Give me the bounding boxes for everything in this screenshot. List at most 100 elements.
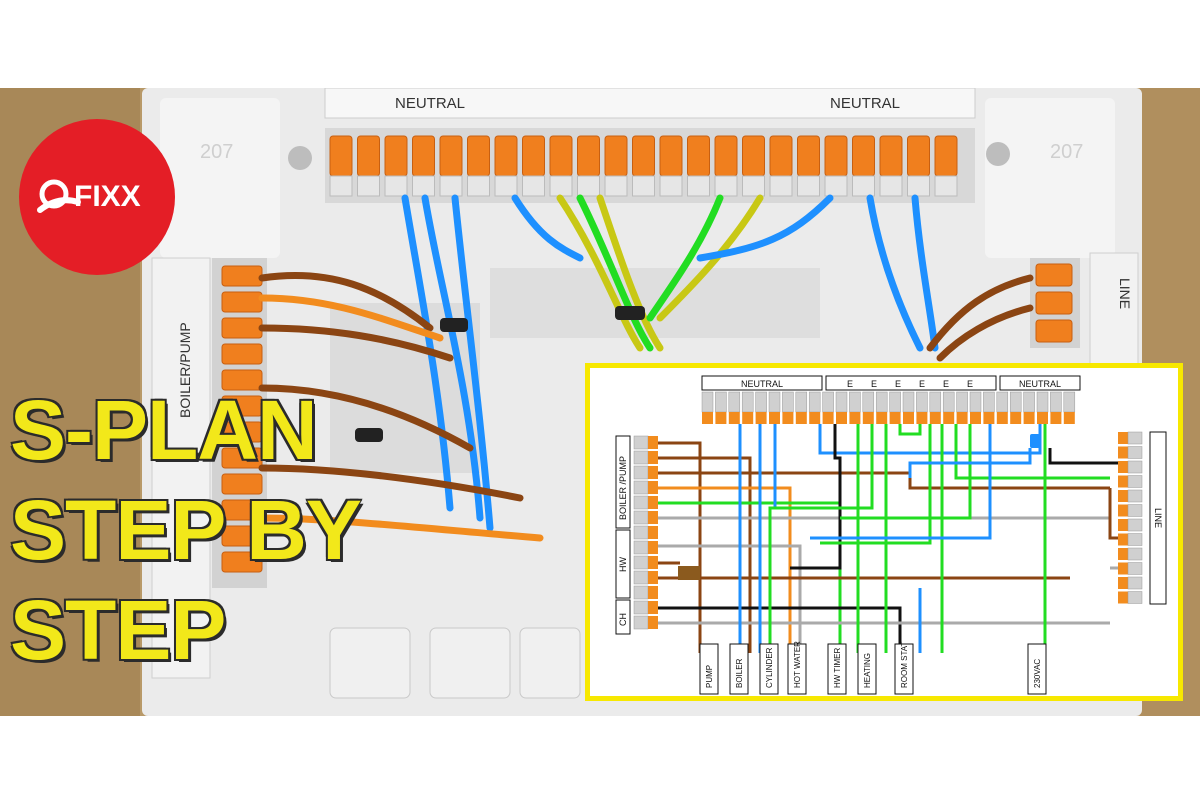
wago-body — [852, 175, 875, 197]
diagram-bottom-label: ROOM STAT — [900, 642, 909, 688]
terminal-block — [1127, 460, 1143, 474]
photo-wire — [258, 294, 444, 342]
wago-lever — [797, 135, 820, 177]
diagram-link — [678, 566, 700, 580]
wago-body — [577, 175, 600, 197]
photo-wire — [421, 194, 484, 522]
diagram-wire — [1048, 448, 1118, 465]
diagram-wire — [658, 486, 792, 653]
efixx-logo: FIXX — [18, 118, 176, 276]
terminal-block — [701, 391, 714, 413]
diagram-label-box — [729, 643, 749, 695]
terminal-block — [1127, 518, 1143, 532]
terminal-lever — [1118, 577, 1128, 589]
terminal-block — [633, 510, 649, 525]
photo-wire — [596, 194, 664, 352]
photo-wire — [556, 194, 644, 352]
wago-body — [522, 175, 545, 197]
wago-body — [384, 175, 408, 197]
terminal-block — [728, 391, 741, 413]
terminal-block — [633, 600, 649, 615]
terminal-block — [983, 391, 995, 413]
wago-lever — [604, 135, 628, 177]
terminal-lever — [715, 412, 727, 424]
terminal-block — [741, 391, 754, 413]
terminal-lever — [1037, 412, 1048, 424]
wago-lever — [769, 135, 793, 177]
diagram-earth-label-2: E — [871, 379, 877, 389]
diagram-label-box — [787, 643, 807, 695]
terminal-lever — [809, 412, 821, 424]
photo-wire — [451, 194, 494, 532]
wago-lever — [329, 135, 353, 177]
wago-body — [659, 175, 683, 197]
wago-lever — [221, 395, 263, 417]
terminal-lever — [648, 556, 658, 569]
terminal-block — [1050, 391, 1062, 413]
wago-body — [549, 175, 573, 197]
diagram-earth-label-6: E — [967, 379, 973, 389]
terminal-block — [633, 615, 649, 630]
terminal-block — [875, 391, 888, 413]
wago-body — [467, 175, 490, 197]
terminal-block — [755, 391, 767, 413]
terminal-block — [1063, 391, 1076, 413]
diagram-wire — [954, 424, 1110, 480]
cable-tie — [355, 428, 383, 442]
terminal-lever — [1063, 412, 1075, 424]
wago-body — [714, 175, 738, 197]
terminal-lever — [1118, 475, 1128, 488]
photo-neutral-label-right: NEUTRAL — [830, 95, 900, 112]
terminal-lever — [876, 412, 888, 424]
wago-body — [412, 175, 435, 197]
terminal-lever — [1118, 432, 1128, 444]
wago-body — [632, 175, 655, 197]
terminal-lever — [1023, 412, 1035, 424]
terminal-lever — [836, 412, 847, 424]
wago-lever — [221, 551, 263, 573]
photo-wire — [656, 194, 764, 322]
cable-tie — [615, 306, 645, 320]
terminal-block — [633, 435, 649, 450]
terminal-block — [1127, 576, 1143, 590]
wago-body — [934, 175, 958, 197]
diagram-bottom-label: HEATING — [863, 653, 872, 688]
terminal-lever — [648, 496, 658, 509]
terminal-block — [1036, 391, 1049, 413]
photo-wire — [401, 194, 454, 512]
wago-lever — [879, 135, 903, 177]
terminal-block — [808, 391, 821, 413]
wago-lever — [577, 135, 600, 177]
terminal-block — [862, 391, 875, 413]
terminal-lever — [648, 481, 658, 494]
terminal-lever — [648, 586, 658, 599]
terminal-lever — [862, 412, 874, 424]
terminal-block — [782, 391, 794, 413]
wago-lever — [221, 447, 263, 469]
diagram-label-box — [1027, 643, 1047, 695]
terminal-block — [1127, 446, 1143, 459]
terminal-block — [633, 540, 649, 555]
wago-body — [494, 175, 518, 197]
diagram-wire — [768, 424, 874, 653]
diagram-bottom-label: HOT WATER — [793, 641, 802, 688]
wago-body — [329, 175, 353, 197]
wago-body — [687, 175, 710, 197]
wago-lever — [494, 135, 518, 177]
terminal-block — [1127, 562, 1143, 575]
terminal-block — [633, 495, 649, 510]
terminal-block — [633, 555, 649, 570]
terminal-lever — [648, 541, 658, 554]
diagram-hw-label: HW — [618, 557, 628, 572]
photo-wire — [646, 194, 724, 322]
terminal-lever — [889, 412, 901, 424]
wago-lever — [549, 135, 573, 177]
terminal-block — [1127, 533, 1143, 546]
terminal-block — [768, 391, 781, 413]
terminal-lever — [916, 412, 928, 424]
terminal-lever — [903, 412, 914, 424]
wago-lever — [522, 135, 545, 177]
terminal-lever — [648, 511, 658, 524]
wago-lever — [659, 135, 683, 177]
diagram-wire — [790, 424, 842, 570]
